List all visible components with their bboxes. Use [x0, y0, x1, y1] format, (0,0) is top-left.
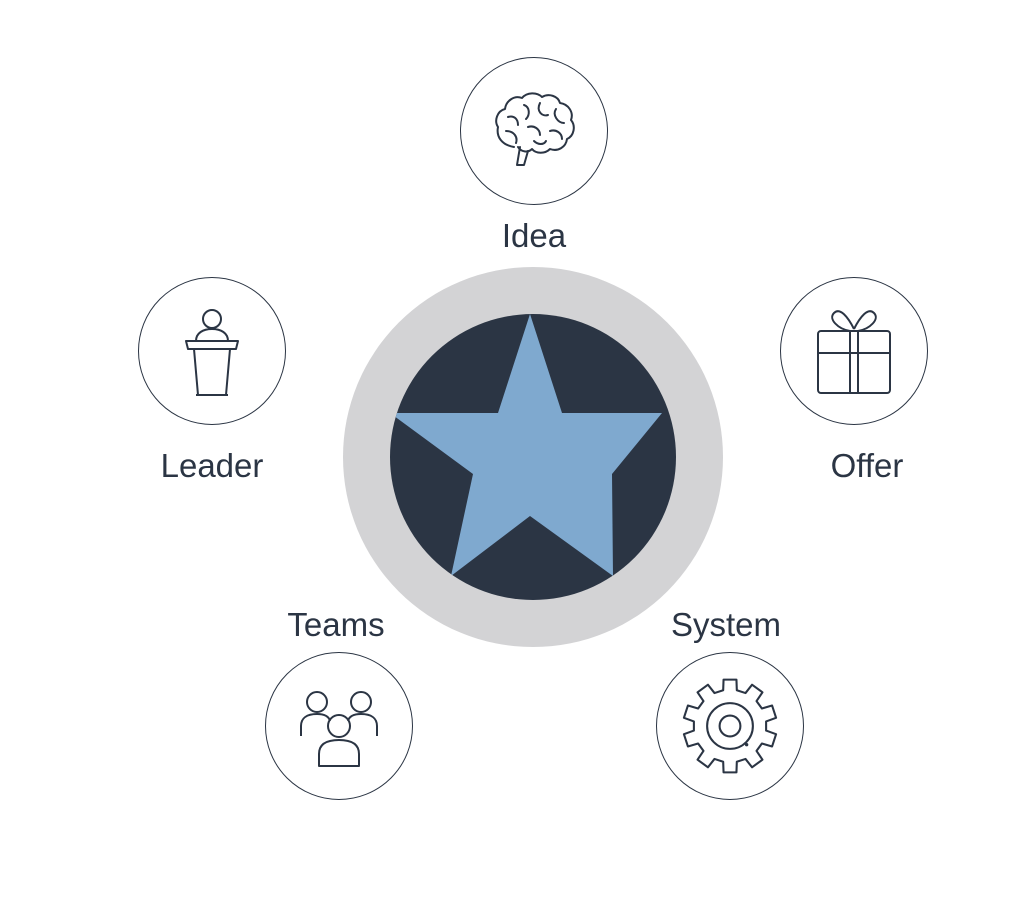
- node-label-leader: Leader: [160, 447, 264, 484]
- gift-icon: [817, 310, 891, 394]
- people-group-icon: [300, 691, 378, 767]
- node-idea: [460, 57, 608, 205]
- node-system: [656, 652, 804, 800]
- node-leader: [138, 277, 286, 425]
- podium-speaker-icon: [185, 309, 239, 396]
- node-label-teams: Teams: [287, 606, 385, 643]
- gear-icon: [682, 678, 778, 774]
- star-icon: [390, 314, 662, 576]
- brain-icon: [495, 92, 575, 166]
- node-label-idea: Idea: [501, 217, 567, 254]
- center-core: [390, 314, 676, 600]
- node-teams: [265, 652, 413, 800]
- node-label-system: System: [670, 606, 782, 643]
- node-offer: [780, 277, 928, 425]
- node-label-offer: Offer: [830, 447, 904, 484]
